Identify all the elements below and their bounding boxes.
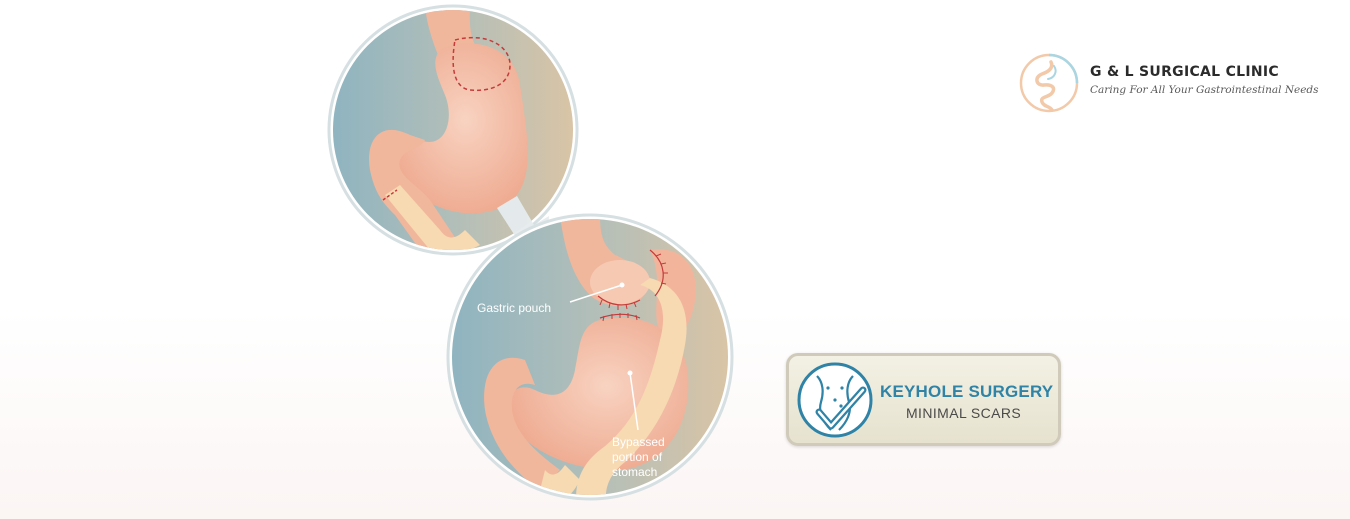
keyhole-surgery-badge: KEYHOLE SURGERY MINIMAL SCARS xyxy=(786,353,1061,446)
before-illustration xyxy=(327,4,579,256)
torso-check-icon xyxy=(797,362,873,438)
clinic-logo[interactable]: G & L SURGICAL CLINIC Caring For All You… xyxy=(1018,52,1348,116)
badge-subtitle: MINIMAL SCARS xyxy=(906,405,1022,421)
gastric-pouch-label: Gastric pouch xyxy=(477,301,551,315)
after-illustration: Gastric pouch Bypassed portion of stomac… xyxy=(446,213,734,501)
clinic-name: G & L SURGICAL CLINIC xyxy=(1090,64,1279,80)
bypassed-label-line3: stomach xyxy=(612,465,657,479)
clinic-tagline: Caring For All Your Gastrointestinal Nee… xyxy=(1090,84,1319,96)
bypassed-label-line1: Bypassed xyxy=(612,435,665,449)
intestine-logo-icon xyxy=(1019,53,1079,113)
bypassed-label-line2: portion of xyxy=(612,450,663,464)
badge-title: KEYHOLE SURGERY xyxy=(880,382,1054,401)
